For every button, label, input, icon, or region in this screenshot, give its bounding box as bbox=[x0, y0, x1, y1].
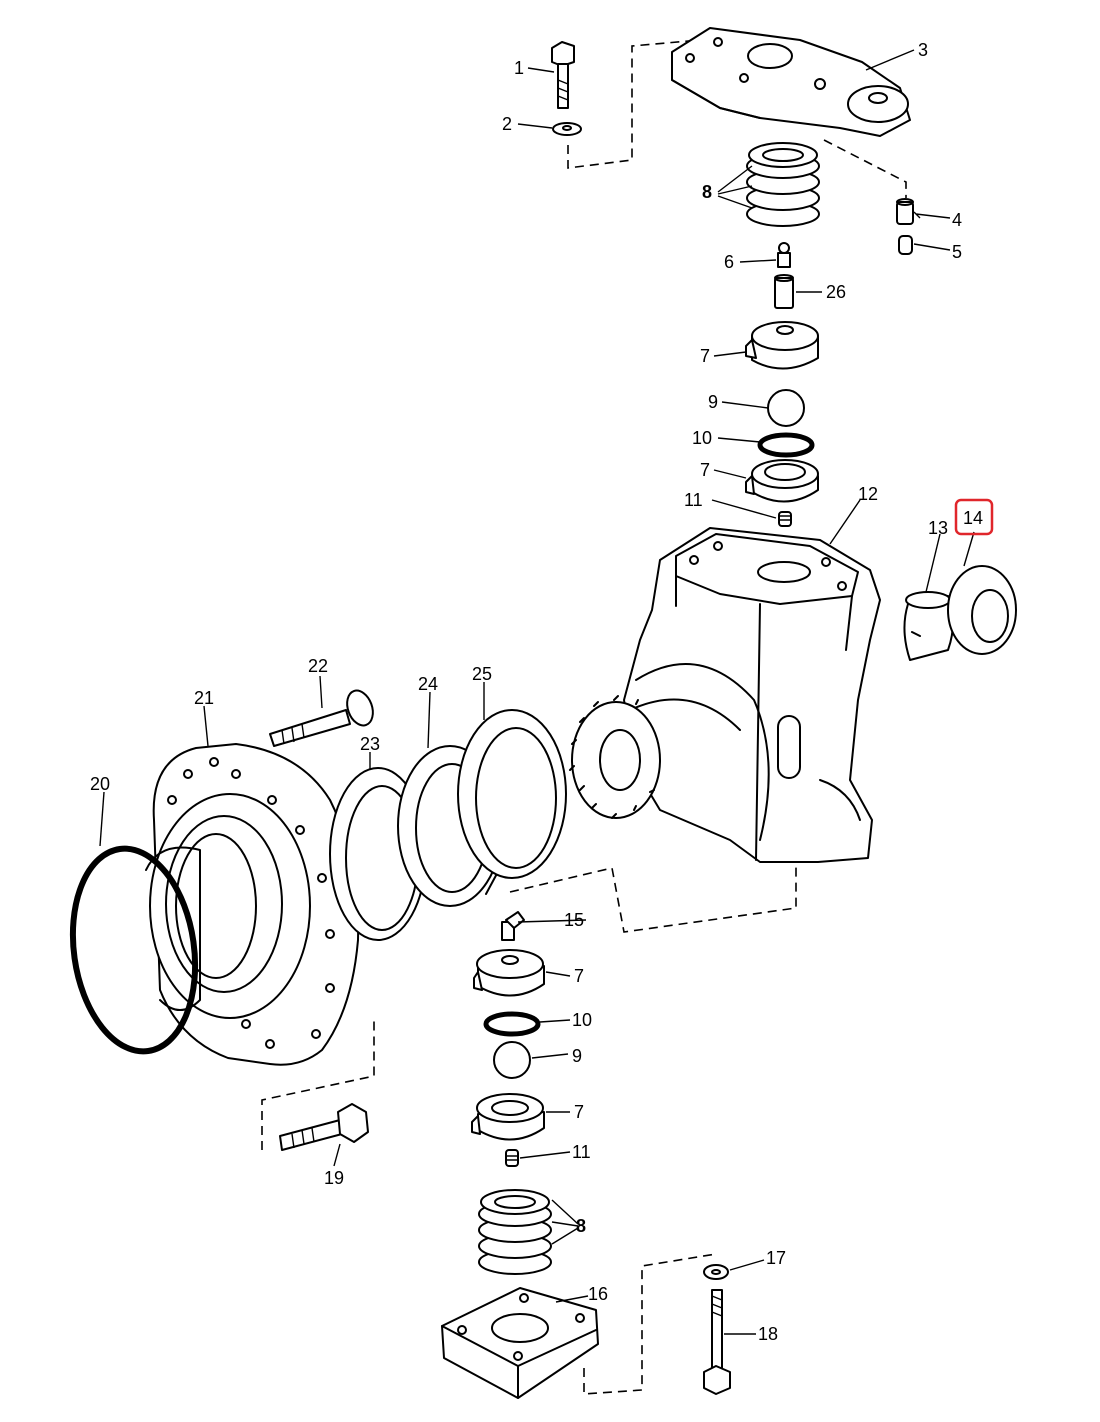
callout-8-lower[interactable]: 8 bbox=[576, 1216, 586, 1236]
callout-12[interactable]: 12 bbox=[858, 484, 878, 504]
o-ring-part-20[interactable] bbox=[60, 841, 207, 1060]
leader-dash-knuckle bbox=[509, 862, 797, 933]
callout-1[interactable]: 1 bbox=[514, 58, 524, 78]
spacer-part-26[interactable] bbox=[774, 274, 794, 309]
leader-dash-1-3 bbox=[567, 39, 701, 169]
callout-7-lower-b[interactable]: 7 bbox=[574, 1102, 584, 1122]
o-ring-part-10-upper[interactable] bbox=[757, 432, 815, 458]
callout-7-lower-a[interactable]: 7 bbox=[574, 966, 584, 986]
steering-arm-part-3[interactable] bbox=[671, 27, 911, 137]
callout-15[interactable]: 15 bbox=[564, 910, 584, 930]
callout-18[interactable]: 18 bbox=[758, 1324, 778, 1344]
callout-9-upper[interactable]: 9 bbox=[708, 392, 718, 412]
callout-10-upper[interactable]: 10 bbox=[692, 428, 712, 448]
spline-shaft-knuckle bbox=[569, 695, 661, 819]
grease-fitting-part-6[interactable] bbox=[777, 242, 791, 268]
bearing-cup-part-7-upper[interactable] bbox=[745, 321, 819, 370]
callout-labels: 1 2 3 4 5 6 26 8 7 9 10 7 11 12 13 14 22… bbox=[90, 40, 994, 1344]
callout-7-upper[interactable]: 7 bbox=[700, 346, 710, 366]
bolt-part-18[interactable] bbox=[703, 1289, 731, 1395]
o-ring-part-10-lower[interactable] bbox=[483, 1011, 541, 1037]
cover-plate-part-16[interactable] bbox=[441, 1287, 599, 1399]
ball-part-9-lower[interactable] bbox=[493, 1041, 531, 1079]
callout-23[interactable]: 23 bbox=[360, 734, 380, 754]
callout-6[interactable]: 6 bbox=[724, 252, 734, 272]
bushing-part-13[interactable] bbox=[903, 591, 954, 661]
callout-4[interactable]: 4 bbox=[952, 210, 962, 230]
seal-part-14[interactable] bbox=[947, 565, 1017, 655]
callout-13[interactable]: 13 bbox=[928, 518, 948, 538]
leader-dash-19 bbox=[261, 1020, 375, 1150]
callout-19[interactable]: 19 bbox=[324, 1168, 344, 1188]
callout-24[interactable]: 24 bbox=[418, 674, 438, 694]
callout-14[interactable]: 14 bbox=[963, 508, 983, 528]
bearing-cup-part-7-lower-a[interactable] bbox=[473, 949, 545, 997]
callout-11-lower[interactable]: 11 bbox=[572, 1142, 591, 1162]
bearing-cup-part-7-middle[interactable] bbox=[745, 459, 819, 503]
callout-9-lower[interactable]: 9 bbox=[572, 1046, 582, 1066]
pin-part-4[interactable] bbox=[896, 198, 914, 225]
callout-20[interactable]: 20 bbox=[90, 774, 110, 794]
ball-part-9-upper[interactable] bbox=[767, 389, 805, 427]
fitting-part-11-lower[interactable] bbox=[505, 1149, 519, 1167]
callout-21[interactable]: 21 bbox=[194, 688, 214, 708]
callout-8-upper[interactable]: 8 bbox=[702, 182, 712, 202]
callout-11-upper[interactable]: 11 bbox=[684, 490, 703, 510]
callout-5[interactable]: 5 bbox=[952, 242, 962, 262]
leader-dash-3-4 bbox=[823, 139, 907, 198]
callout-26[interactable]: 26 bbox=[826, 282, 846, 302]
leader-dash-16 bbox=[583, 1253, 717, 1395]
seal-part-25[interactable] bbox=[457, 709, 567, 879]
callout-17[interactable]: 17 bbox=[766, 1248, 786, 1268]
fitting-part-11-upper[interactable] bbox=[778, 511, 792, 527]
washer-part-17[interactable] bbox=[703, 1264, 729, 1280]
callout-22[interactable]: 22 bbox=[308, 656, 328, 676]
wheel-hub-part-21[interactable] bbox=[145, 743, 360, 1066]
callout-16[interactable]: 16 bbox=[588, 1284, 608, 1304]
leader-lines bbox=[99, 49, 975, 1335]
shim-stack-part-8-upper[interactable] bbox=[746, 142, 820, 227]
callout-2[interactable]: 2 bbox=[502, 114, 512, 134]
pin-part-5[interactable] bbox=[898, 235, 913, 255]
steering-knuckle-part-12[interactable] bbox=[623, 527, 881, 863]
bearing-cup-part-7-lower-b[interactable] bbox=[471, 1093, 545, 1141]
grease-fitting-part-15[interactable] bbox=[501, 911, 525, 941]
bolt-part-19[interactable] bbox=[279, 1103, 369, 1151]
callout-14-highlight bbox=[954, 498, 994, 536]
bolt-part-1[interactable] bbox=[551, 41, 575, 109]
callout-3[interactable]: 3 bbox=[918, 40, 928, 60]
shim-stack-part-8-lower[interactable] bbox=[478, 1189, 552, 1275]
washer-part-2[interactable] bbox=[552, 122, 582, 136]
callout-25[interactable]: 25 bbox=[472, 664, 492, 684]
callout-10-lower[interactable]: 10 bbox=[572, 1010, 592, 1030]
callout-7-middle[interactable]: 7 bbox=[700, 460, 710, 480]
wheel-stud-part-22[interactable] bbox=[269, 687, 377, 747]
